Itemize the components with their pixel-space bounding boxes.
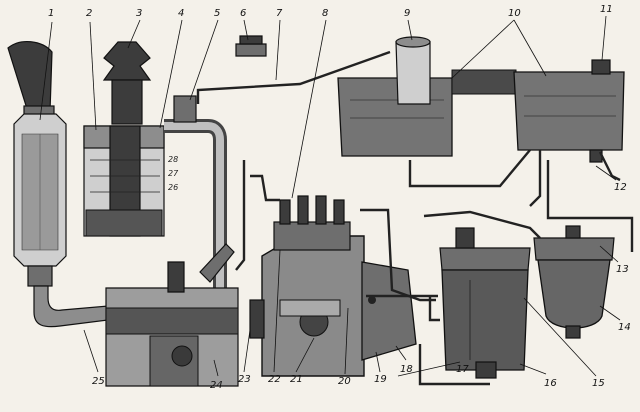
callout-8: 8 bbox=[322, 8, 328, 19]
callout-21: 21 bbox=[290, 374, 303, 385]
callout-5: 5 bbox=[214, 8, 220, 19]
callout-3: 3 bbox=[136, 8, 142, 19]
exhaust-muffler bbox=[7, 41, 109, 328]
callout-9: 9 bbox=[404, 8, 410, 19]
callout-labels: 1 2 3 4 5 6 7 8 9 10 11 12 13 14 15 16 1… bbox=[48, 4, 631, 391]
callout-6: 6 bbox=[240, 8, 246, 19]
fine-filter bbox=[439, 227, 531, 379]
callout-19: 19 bbox=[374, 374, 387, 385]
callout-15: 15 bbox=[592, 378, 605, 389]
callout-17: 17 bbox=[456, 364, 469, 375]
callout-1: 1 bbox=[48, 8, 54, 19]
callout-4: 4 bbox=[178, 8, 184, 19]
callout-10: 10 bbox=[508, 8, 521, 19]
coarse-filter bbox=[533, 225, 615, 339]
injection-pump bbox=[249, 195, 417, 377]
intake-pipe bbox=[164, 95, 227, 292]
filter-marker-26: 26 bbox=[168, 183, 178, 192]
air-cleaner: 28 27 26 bbox=[83, 41, 179, 237]
filter-marker-27: 27 bbox=[168, 169, 179, 178]
callout-7: 7 bbox=[276, 8, 283, 19]
engine-head bbox=[105, 243, 239, 387]
fuel-lines bbox=[196, 50, 634, 386]
callout-13: 13 bbox=[616, 264, 629, 275]
fuel-tanks bbox=[337, 36, 625, 163]
callout-18: 18 bbox=[400, 364, 413, 375]
callout-14: 14 bbox=[618, 322, 631, 333]
callout-11: 11 bbox=[600, 4, 613, 15]
callout-20: 20 bbox=[338, 376, 351, 387]
callout-12: 12 bbox=[614, 182, 627, 193]
filter-marker-28: 28 bbox=[168, 155, 178, 164]
leader-lines bbox=[39, 15, 621, 377]
callout-24: 24 bbox=[210, 380, 223, 391]
breather-cap bbox=[235, 35, 267, 57]
callout-25: 25 bbox=[92, 376, 105, 387]
callout-23: 23 bbox=[238, 374, 251, 385]
callout-2: 2 bbox=[86, 8, 92, 19]
callout-22: 22 bbox=[268, 374, 281, 385]
callout-16: 16 bbox=[544, 378, 557, 389]
